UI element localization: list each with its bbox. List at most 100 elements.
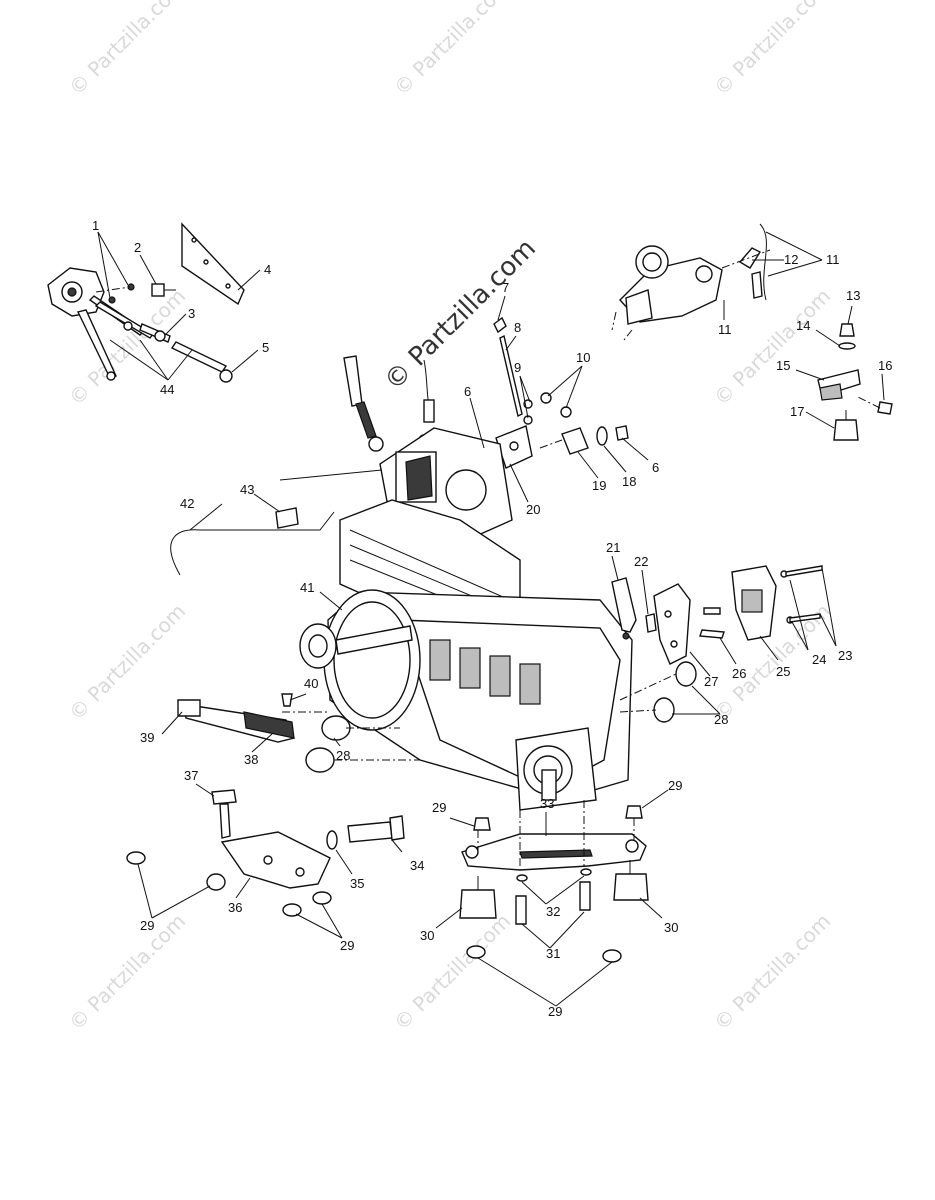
breather-hose-7[interactable] — [493, 316, 507, 334]
callout-43: 43 — [240, 482, 254, 497]
callout-10: 10 — [576, 350, 590, 365]
plug-2[interactable] — [151, 283, 176, 297]
callout-28-right: 28 — [714, 712, 728, 727]
bracket-15[interactable] — [817, 369, 861, 401]
callout-37: 37 — [184, 768, 198, 783]
callout-15: 15 — [776, 358, 790, 373]
oil-pump-assembly[interactable] — [47, 267, 155, 381]
callout-25: 25 — [776, 664, 790, 679]
bracket-27[interactable] — [653, 583, 691, 665]
callout-19: 19 — [592, 478, 606, 493]
callout-6-right: 6 — [652, 460, 659, 475]
callout-30-left: 30 — [420, 928, 434, 943]
mount-plate-33[interactable] — [461, 833, 647, 871]
mount-nut-13[interactable] — [839, 323, 855, 337]
callout-29-d: 29 — [668, 778, 682, 793]
mount-bushing-28-left-b[interactable] — [305, 747, 335, 773]
crankcase-boss-left — [299, 623, 337, 669]
callout-39: 39 — [140, 730, 154, 745]
mount-bushing-28-left-a[interactable] — [321, 715, 351, 741]
carburetor-assembly[interactable] — [611, 223, 771, 331]
nut-6-right[interactable] — [615, 425, 629, 441]
rubber-mount-30-left[interactable] — [459, 876, 497, 919]
callout-24: 24 — [812, 652, 826, 667]
callout-21: 21 — [606, 540, 620, 555]
callout-20: 20 — [526, 502, 540, 517]
washers-24[interactable] — [780, 570, 794, 624]
callout-3: 3 — [188, 306, 195, 321]
bolt-16[interactable] — [855, 395, 893, 415]
bracket-36[interactable] — [220, 831, 331, 889]
leader-lines — [97, 231, 885, 1007]
callout-29-a: 29 — [140, 918, 154, 933]
cylinder-head — [379, 427, 513, 545]
gasket-plate-4[interactable] — [181, 222, 245, 306]
rubber-mount-30-right[interactable] — [613, 860, 649, 901]
water-pump-25[interactable] — [731, 565, 777, 641]
nuts-29-upper[interactable] — [473, 805, 643, 831]
callout-29-c: 29 — [432, 800, 446, 815]
clamp-43[interactable] — [275, 507, 299, 529]
callout-5: 5 — [262, 340, 269, 355]
callout-32: 32 — [546, 904, 560, 919]
callout-44: 44 — [160, 382, 174, 397]
washer-18[interactable] — [596, 426, 608, 446]
callout-9: 9 — [514, 360, 521, 375]
spark-plug-cap[interactable] — [343, 355, 384, 452]
bolts-1[interactable] — [95, 283, 135, 304]
callout-17: 17 — [790, 404, 804, 419]
callout-18: 18 — [622, 474, 636, 489]
bolt-40[interactable] — [281, 693, 293, 707]
callout-34: 34 — [410, 858, 424, 873]
callout-13: 13 — [846, 288, 860, 303]
bolts-9-10[interactable] — [523, 392, 572, 425]
callout-1: 1 — [92, 218, 99, 233]
callout-8: 8 — [514, 320, 521, 335]
mount-bushing-28-right-a[interactable] — [675, 661, 697, 687]
bolts-23[interactable] — [785, 565, 823, 623]
output-shaft-housing — [515, 727, 597, 811]
washer-35[interactable] — [326, 830, 338, 850]
callout-40: 40 — [304, 676, 318, 691]
callout-30-right: 30 — [664, 920, 678, 935]
rubber-mount-17[interactable] — [833, 410, 859, 441]
callout-26: 26 — [732, 666, 746, 681]
washer-14[interactable] — [838, 342, 856, 350]
callout-23: 23 — [838, 648, 852, 663]
clutch-cover-41[interactable] — [323, 589, 421, 731]
callout-labels: 1 2 3 4 5 44 7 8 9 10 6 20 19 18 6 12 11… — [92, 218, 892, 1019]
breather-tube-42[interactable] — [170, 469, 383, 576]
callout-41: 41 — [300, 580, 314, 595]
callout-7: 7 — [502, 280, 509, 295]
callout-35: 35 — [350, 876, 364, 891]
callout-31: 31 — [546, 946, 560, 961]
callout-36: 36 — [228, 900, 242, 915]
shift-lever-21[interactable] — [611, 577, 637, 640]
callout-27: 27 — [704, 674, 718, 689]
callout-16: 16 — [878, 358, 892, 373]
callout-4: 4 — [264, 262, 271, 277]
pedal-rubber-39[interactable] — [177, 699, 201, 717]
callout-6-left: 6 — [464, 384, 471, 399]
callout-29-e: 29 — [548, 1004, 562, 1019]
callout-22: 22 — [634, 554, 648, 569]
callout-38: 38 — [244, 752, 258, 767]
callout-14: 14 — [796, 318, 810, 333]
bolt-37[interactable] — [211, 789, 237, 839]
bolts-31[interactable] — [515, 881, 591, 925]
rod-8[interactable] — [499, 334, 523, 418]
callout-12: 12 — [784, 252, 798, 267]
oil-line-5[interactable] — [170, 341, 233, 383]
bolt-26[interactable] — [699, 607, 725, 639]
mount-bushing-28-right-b[interactable] — [653, 697, 675, 723]
callout-42: 42 — [180, 496, 194, 511]
washers-32[interactable] — [516, 868, 592, 882]
bolt-34[interactable] — [347, 815, 405, 843]
alignment-lines — [282, 329, 677, 870]
oil-line-3[interactable] — [139, 323, 171, 343]
callout-33: 33 — [540, 796, 554, 811]
filter-19[interactable] — [539, 427, 589, 455]
callout-29-b: 29 — [340, 938, 354, 953]
pin-22[interactable] — [645, 613, 657, 633]
